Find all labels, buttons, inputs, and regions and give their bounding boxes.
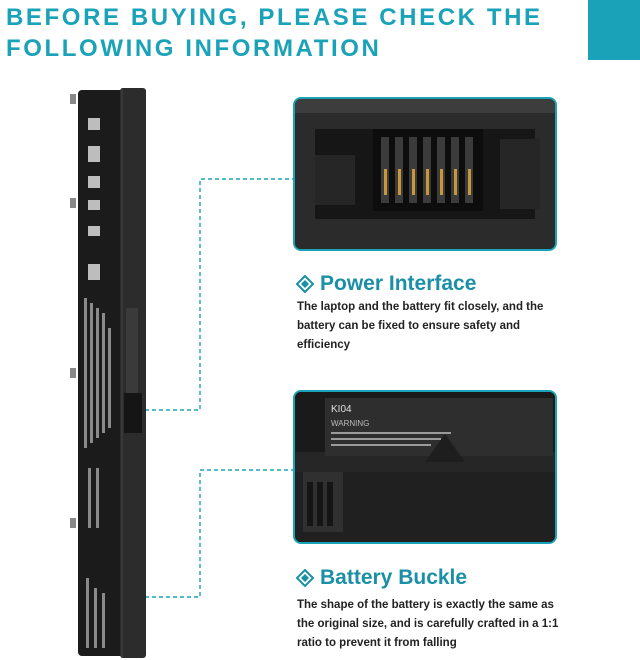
battery-buckle-title: Battery Buckle [296,566,467,590]
battery-buckle-title-text: Battery Buckle [320,566,468,589]
headline-line-2: FOLLOWING INFORMATION [6,35,382,62]
interface-callout-line [145,178,293,411]
diamond-icon [296,569,314,587]
page-headline: BEFORE BUYING, PLEASE CHECK THE FOLLOWIN… [6,2,576,64]
power-interface-desc-line-1: The laptop and the battery fit closely, … [297,301,544,313]
battery-buckle-desc-line-2: the original size, and is carefully craf… [297,618,559,630]
buckle-callout-line [145,469,293,598]
battery-buckle-desc-line-3: ratio to prevent it from falling [297,637,457,649]
power-interface-title: Power Interface [296,272,476,296]
power-interface-title-text: Power Interface [320,272,477,295]
headline-line-1: BEFORE BUYING, PLEASE CHECK THE [6,4,543,31]
power-interface-desc-line-2: battery can be fixed to ensure safety an… [297,320,521,332]
diamond-icon [296,275,314,293]
battery-buckle-desc-line-1: The shape of the battery is exactly the … [297,599,554,611]
battery-buckle-description: The shape of the battery is exactly the … [297,596,565,653]
power-interface-photo [293,97,557,251]
photo-warning-label: WARNING [331,419,369,428]
battery-image [70,88,146,658]
accent-corner-block [588,0,640,60]
photo-model-label: KI04 [331,404,352,415]
power-interface-desc-line-3: efficiency [297,339,351,351]
battery-buckle-photo: KI04 WARNING [293,390,557,544]
power-interface-description: The laptop and the battery fit closely, … [297,298,565,355]
